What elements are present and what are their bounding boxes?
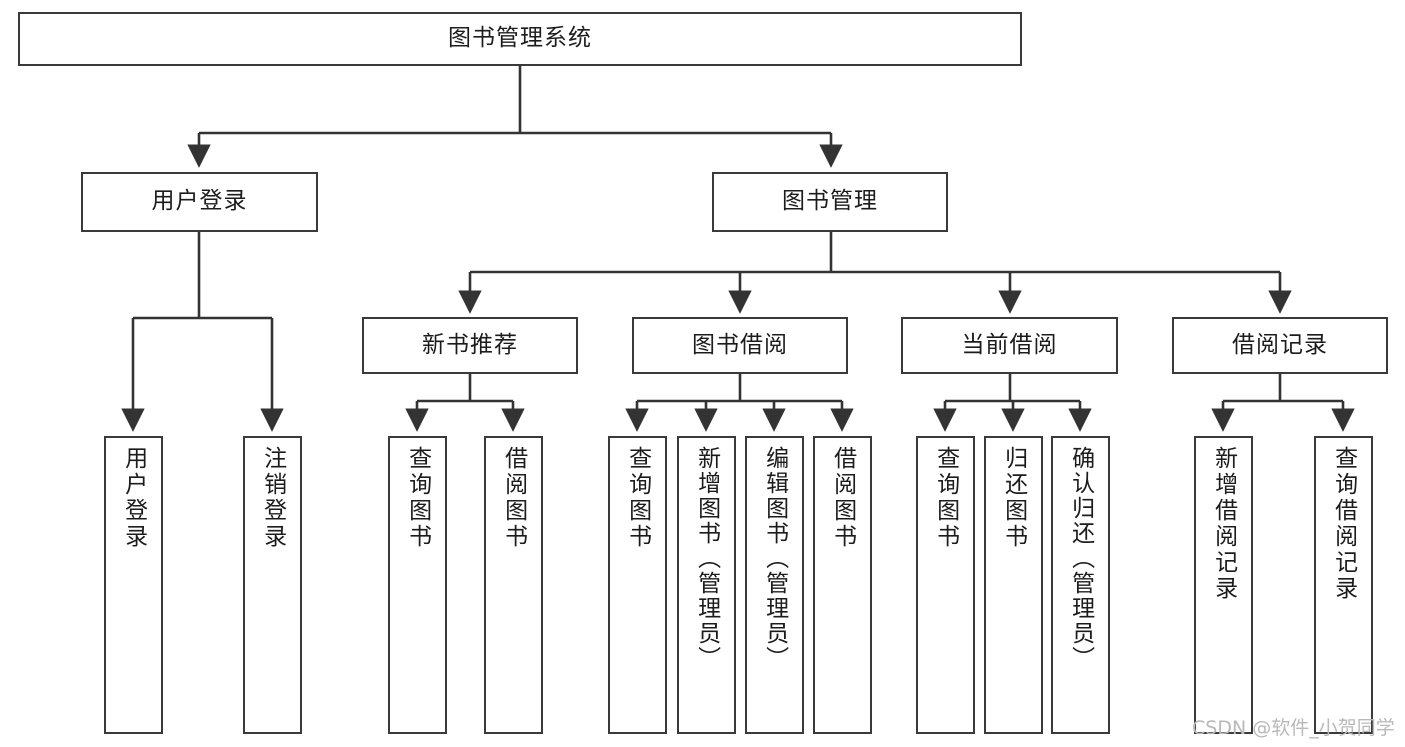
node-label: 当前借阅 [961, 331, 1058, 358]
node-book-borrow[interactable]: 图书借阅 [632, 317, 848, 374]
node-label: 查询图书 [404, 446, 431, 550]
node-label: 新增图书（管理员） [693, 446, 720, 671]
node-label: 图书管理 [782, 188, 878, 215]
node-label: 借阅图书 [829, 446, 856, 550]
node-user-login[interactable]: 用户登录 [81, 172, 318, 232]
leaf-borrow-book-1[interactable]: 借阅图书 [484, 436, 543, 734]
leaf-borrow-book-2[interactable]: 借阅图书 [813, 436, 872, 734]
node-label: 归还图书 [1000, 446, 1027, 550]
node-label: 借阅图书 [500, 446, 527, 550]
node-new-book-recommend[interactable]: 新书推荐 [362, 317, 578, 374]
leaf-query-book-1[interactable]: 查询图书 [388, 436, 447, 734]
leaf-logout[interactable]: 注销登录 [243, 436, 302, 734]
node-borrow-record[interactable]: 借阅记录 [1172, 317, 1388, 374]
leaf-confirm-return[interactable]: 确认归还（管理员） [1051, 436, 1110, 734]
node-label: 图书借阅 [692, 331, 788, 358]
node-label: 查询图书 [932, 446, 959, 550]
node-book-manage[interactable]: 图书管理 [712, 172, 948, 232]
csdn-watermark: CSDN @软件_小贺同学 [1192, 717, 1395, 739]
node-label: 注销登录 [259, 446, 286, 550]
node-label: 确认归还（管理员） [1067, 446, 1094, 671]
leaf-query-book-3[interactable]: 查询图书 [916, 436, 975, 734]
node-root-system[interactable]: 图书管理系统 [18, 12, 1022, 66]
leaf-query-book-2[interactable]: 查询图书 [608, 436, 667, 734]
node-label: 用户登录 [151, 188, 248, 215]
leaf-query-record[interactable]: 查询借阅记录 [1314, 436, 1373, 734]
node-label: 编辑图书（管理员） [761, 446, 788, 671]
node-label: 查询图书 [624, 446, 651, 550]
leaf-return-book[interactable]: 归还图书 [984, 436, 1043, 734]
node-label: 新增借阅记录 [1210, 446, 1237, 602]
node-label: 用户登录 [120, 446, 147, 550]
leaf-add-book[interactable]: 新增图书（管理员） [677, 436, 736, 734]
node-label: 新书推荐 [422, 331, 518, 358]
leaf-edit-book[interactable]: 编辑图书（管理员） [745, 436, 804, 734]
node-label: 图书管理系统 [448, 25, 592, 52]
node-label: 借阅记录 [1232, 331, 1328, 358]
node-current-borrow[interactable]: 当前借阅 [901, 317, 1118, 374]
leaf-add-record[interactable]: 新增借阅记录 [1194, 436, 1253, 734]
node-label: 查询借阅记录 [1330, 446, 1357, 602]
leaf-user-login[interactable]: 用户登录 [104, 436, 163, 734]
